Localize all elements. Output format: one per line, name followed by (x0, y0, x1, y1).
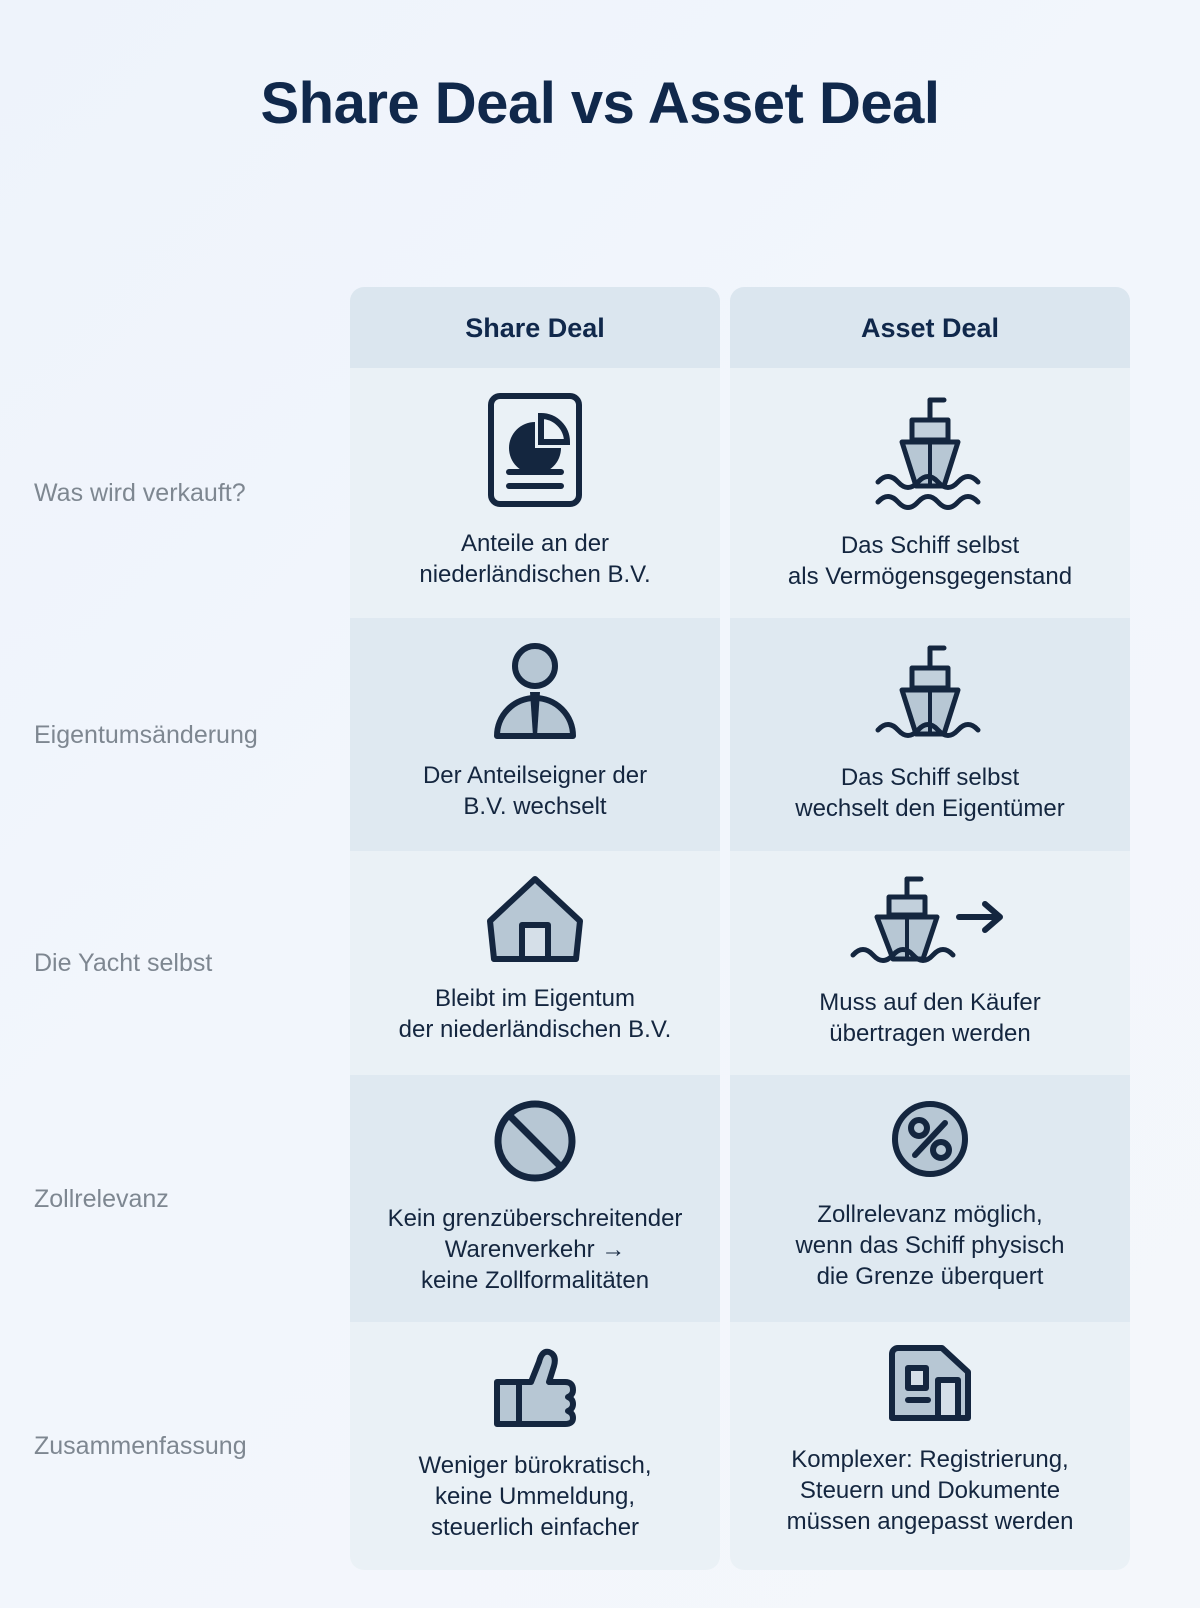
comparison-grid: Share Deal Asset Deal Was wird verkauft?… (0, 287, 1200, 1570)
header-right-spacer (1130, 287, 1200, 368)
person-tie-icon (483, 640, 587, 747)
row4-right-spacer (1130, 1075, 1200, 1322)
cell-share-row1: Anteile an der niederländischen B.V. (350, 368, 720, 619)
header-column-gap (720, 287, 730, 368)
office-building-icon (884, 1344, 976, 1431)
cell-text: Kein grenzüberschreitender Warenverkehr … (387, 1205, 683, 1294)
cell-text: Komplexer: Registrierung, Steuern und Do… (786, 1446, 1074, 1535)
row3-right-spacer (1130, 851, 1200, 1075)
prohibition-icon (491, 1097, 579, 1190)
row-label-zusammenfassung: Zusammenfassung (34, 1432, 247, 1461)
ship-waves-icon (866, 390, 994, 517)
page-title: Share Deal vs Asset Deal (260, 71, 940, 136)
row2-right-spacer (1130, 618, 1200, 850)
percent-badge-icon (888, 1097, 972, 1186)
cell-asset-row1: Das Schiff selbst als Vermögensgegenstan… (730, 368, 1130, 619)
cell-share-row3: Bleibt im Eigentum der niederländischen … (350, 850, 720, 1076)
cell-text: Das Schiff selbst wechselt den Eigentüme… (795, 764, 1065, 823)
row-label-zollrelevanz: Zollrelevanz (34, 1184, 169, 1213)
ship-waves-icon (866, 640, 994, 749)
column-header-share-deal: Share Deal (350, 287, 720, 368)
cell-asset-row2: Das Schiff selbst wechselt den Eigentüme… (730, 618, 1130, 851)
comparison-table: Share Deal Asset Deal Was wird verkauft?… (0, 287, 1200, 1570)
ship-arrow-icon (847, 873, 1013, 974)
row-label-die-yacht-selbst: Die Yacht selbst (34, 949, 213, 978)
cell-share-row4: Kein grenzüberschreitender Warenverkehr … (350, 1075, 720, 1323)
house-icon (480, 873, 590, 970)
row-label-was-wird-verkauft: Was wird verkauft? (34, 479, 246, 508)
thumbs-up-icon (489, 1344, 581, 1437)
document-pie-chart-icon (483, 390, 587, 515)
row5-right-spacer (1130, 1322, 1200, 1569)
cell-text: Bleibt im Eigentum der niederländischen … (398, 984, 672, 1043)
cell-asset-row3: Muss auf den Käufer übertragen werden (730, 850, 1130, 1076)
row5-column-gap (720, 1322, 730, 1569)
cell-text: Muss auf den Käufer übertragen werden (819, 988, 1041, 1047)
row-label-eigentumsaenderung: Eigentumsänderung (34, 720, 258, 749)
row2-column-gap (720, 618, 730, 850)
cell-share-row2: Der Anteilseigner der B.V. wechselt (350, 618, 720, 851)
header-row-label-spacer (0, 287, 350, 368)
row3-column-gap (720, 851, 730, 1075)
column-header-asset-deal: Asset Deal (730, 287, 1130, 368)
cell-text: Weniger bürokratisch, keine Ummeldung, s… (418, 1452, 652, 1541)
cell-asset-row4: Zollrelevanz möglich, wenn das Schiff ph… (730, 1075, 1130, 1323)
row4-column-gap (720, 1075, 730, 1322)
cell-text: Das Schiff selbst als Vermögensgegenstan… (787, 532, 1073, 590)
cell-text: Anteile an der niederländischen B.V. (419, 530, 651, 588)
row1-right-spacer (1130, 368, 1200, 618)
cell-share-row5: Weniger bürokratisch, keine Ummeldung, s… (350, 1322, 720, 1570)
cell-text: Zollrelevanz möglich, wenn das Schiff ph… (795, 1201, 1065, 1290)
row1-column-gap (720, 368, 730, 618)
cell-asset-row5: Komplexer: Registrierung, Steuern und Do… (730, 1322, 1130, 1570)
cell-text: Der Anteilseigner der B.V. wechselt (422, 762, 648, 821)
